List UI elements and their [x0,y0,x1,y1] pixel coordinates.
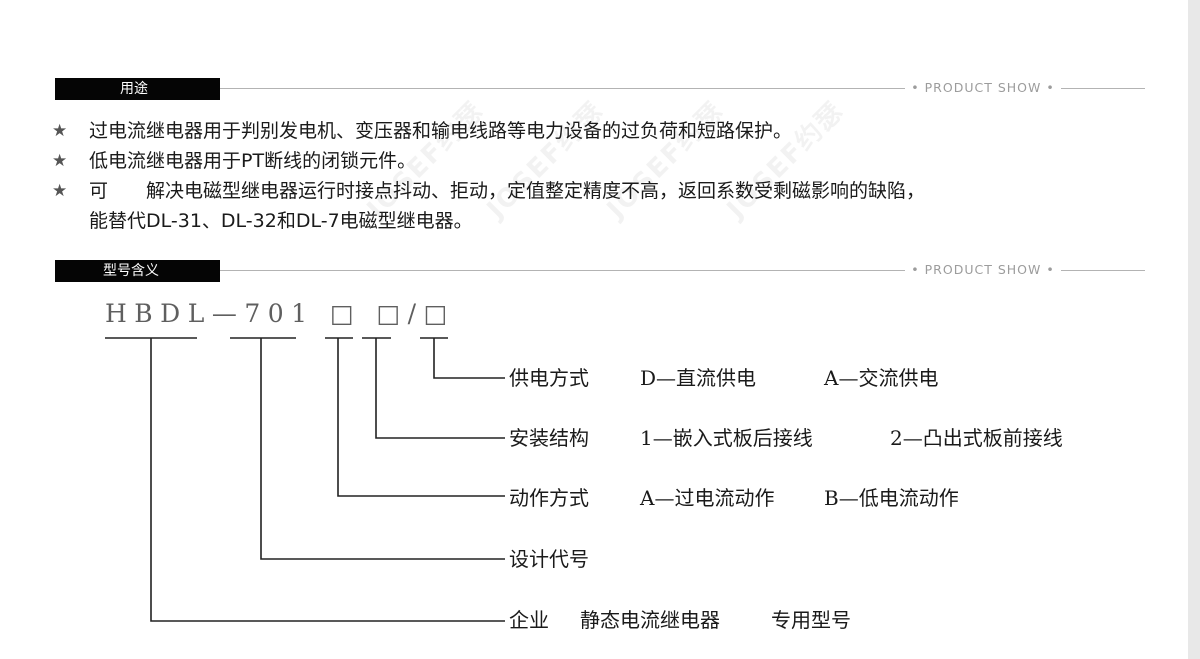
row-option: 静态电流继电器 [580,608,720,632]
branch-action [337,338,505,497]
usage-item-text: 低电流继电器用于PT断线的闭锁元件。 [89,150,417,172]
branch-mounting [375,338,505,439]
usage-product-show-tag: • PRODUCT SHOW • [905,81,1061,95]
branch-enterprise [150,338,505,622]
row-label: 动作方式 [509,486,589,510]
row-option: B—低电流动作 [824,486,959,510]
row-label: 安装结构 [509,426,589,450]
usage-item-continuation: 能替代DL-31、DL-32和DL-7电磁型继电器。 [52,206,1152,236]
row-option: 2—凸出式板前接线 [890,426,1063,450]
usage-section-tab: 用途 [55,78,220,100]
usage-item: ★ 低电流继电器用于PT断线的闭锁元件。 [52,146,1152,176]
row-label: 设计代号 [509,547,589,571]
usage-list: ★ 过电流继电器用于判别发电机、变压器和输电线路等电力设备的过负荷和短路保护。 … [52,116,1152,236]
star-icon: ★ [52,121,68,141]
branch-design-code [260,338,505,560]
usage-section-title: 用途 [120,81,148,97]
usage-item-text: 能替代DL-31、DL-32和DL-7电磁型继电器。 [89,210,473,232]
row-option: D—直流供电 [640,366,757,390]
row-option: A—过电流动作 [640,486,775,510]
star-icon: ★ [52,181,68,201]
right-edge-strip [1188,0,1200,659]
row-option: A—交流供电 [824,366,939,390]
model-section-tab: 型号含义 [55,260,220,282]
usage-item-text: 可 解决电磁型继电器运行时接点抖动、拒动，定值整定精度不高，返回系数受剩磁影响的… [89,180,926,202]
model-section-title: 型号含义 [103,263,159,279]
usage-item: ★ 过电流继电器用于判别发电机、变压器和输电线路等电力设备的过负荷和短路保护。 [52,116,1152,146]
row-label: 供电方式 [509,366,589,390]
model-product-show-tag: • PRODUCT SHOW • [905,263,1061,277]
usage-section-rule [220,88,1145,89]
model-section-rule [220,270,1145,271]
usage-item-text: 过电流继电器用于判别发电机、变压器和输电线路等电力设备的过负荷和短路保护。 [89,120,793,142]
model-code: HBDL—701 □ □/□ [105,299,455,328]
row-label: 企业 [509,608,549,632]
branch-power-supply [433,338,505,379]
row-option: 1—嵌入式板后接线 [640,426,813,450]
star-icon: ★ [52,151,68,171]
row-option: 专用型号 [771,608,851,632]
usage-item: ★ 可 解决电磁型继电器运行时接点抖动、拒动，定值整定精度不高，返回系数受剩磁影… [52,176,1152,206]
